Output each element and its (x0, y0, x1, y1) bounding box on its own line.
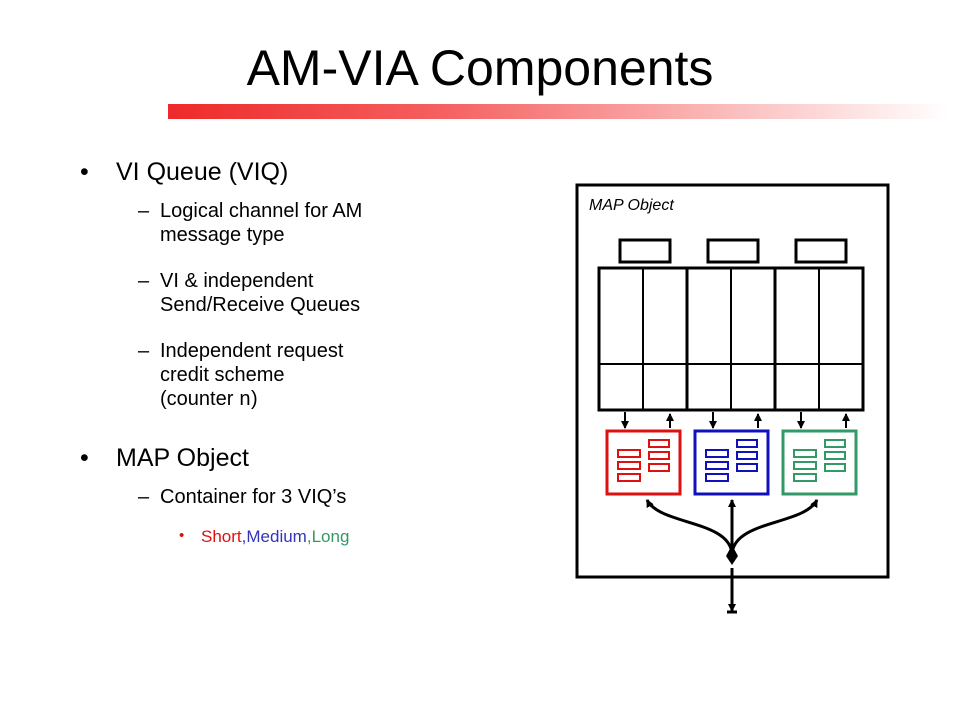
sub-bullet-line: Send/Receive Queues (160, 294, 361, 316)
counter-code: n (238, 389, 251, 412)
viq-long (781, 429, 858, 496)
queue-slot (617, 473, 641, 482)
curved-arrow-short (645, 499, 734, 554)
bullet-map-object: • MAP Object (80, 443, 249, 473)
bullet-map-object-label: MAP Object (116, 444, 249, 472)
sub-bullet-container: – Container for 3 VIQ’s (138, 485, 347, 509)
queue-slot (793, 473, 817, 482)
merge-point-icon (726, 545, 738, 565)
queue-slot (824, 439, 846, 448)
sub-bullet-vi-queues: – VI & independent Send/Receive Queues (138, 269, 361, 317)
sub-bullet-line: VI & independent (160, 270, 314, 292)
sub-bullet-credit-scheme: – Independent request credit scheme (cou… (138, 339, 344, 413)
dash-icon: – (138, 340, 150, 362)
curved-arrow-long (730, 499, 819, 554)
dash-icon: – (138, 200, 150, 222)
bullet-viq: • VI Queue (VIQ) (80, 157, 289, 187)
queue-slot (736, 439, 758, 448)
viq-short (605, 429, 682, 496)
queue-slot (793, 461, 817, 470)
queue-slot (617, 461, 641, 470)
viq-medium (693, 429, 770, 496)
sub-bullet-line: message type (160, 224, 285, 246)
bullet-viq-label: VI Queue (VIQ) (116, 158, 289, 186)
size-medium: Medium (246, 527, 307, 546)
queue-slot (736, 451, 758, 460)
dash-icon: – (138, 270, 150, 292)
sub-bullet-line: Container for 3 VIQ’s (160, 486, 347, 508)
top-box (706, 238, 760, 264)
queue-slot (705, 461, 729, 470)
queue-slot (824, 463, 846, 472)
size-short: Short (201, 527, 242, 546)
counter-suffix: ) (250, 388, 258, 410)
queue-slot (793, 449, 817, 458)
sub-bullet-logical-channel: – Logical channel for AM message type (138, 199, 363, 247)
queue-slot (824, 451, 846, 460)
top-box (618, 238, 672, 264)
bullet-dot-icon: • (80, 158, 89, 186)
comma: , (306, 527, 312, 546)
sub-bullet-line: Independent request (160, 340, 344, 362)
queue-slot (736, 463, 758, 472)
page-title: AM-VIA Components (246, 40, 714, 96)
queue-slot (648, 451, 670, 460)
queue-slot (648, 463, 670, 472)
top-box (794, 238, 848, 264)
counter-prefix: (counter (160, 388, 239, 410)
sub-bullet-line: Logical channel for AM (160, 200, 363, 222)
queue-grid (597, 266, 865, 412)
queue-slot (705, 449, 729, 458)
comma: , (241, 527, 247, 546)
map-object-label: MAP Object (589, 197, 674, 214)
sub-bullet-line: (counter n) (160, 387, 344, 413)
dash-icon: – (138, 486, 150, 508)
queue-slot (617, 449, 641, 458)
bullet-dot-icon: • (179, 527, 185, 544)
sub-bullet-line: credit scheme (160, 364, 285, 386)
queue-slot (705, 473, 729, 482)
queue-slot (648, 439, 670, 448)
bullet-dot-icon: • (80, 444, 89, 472)
size-long: Long (311, 527, 350, 546)
title-underline-bar (168, 104, 948, 119)
subsub-bullet-sizes: • Short,Medium,Long (179, 527, 350, 547)
